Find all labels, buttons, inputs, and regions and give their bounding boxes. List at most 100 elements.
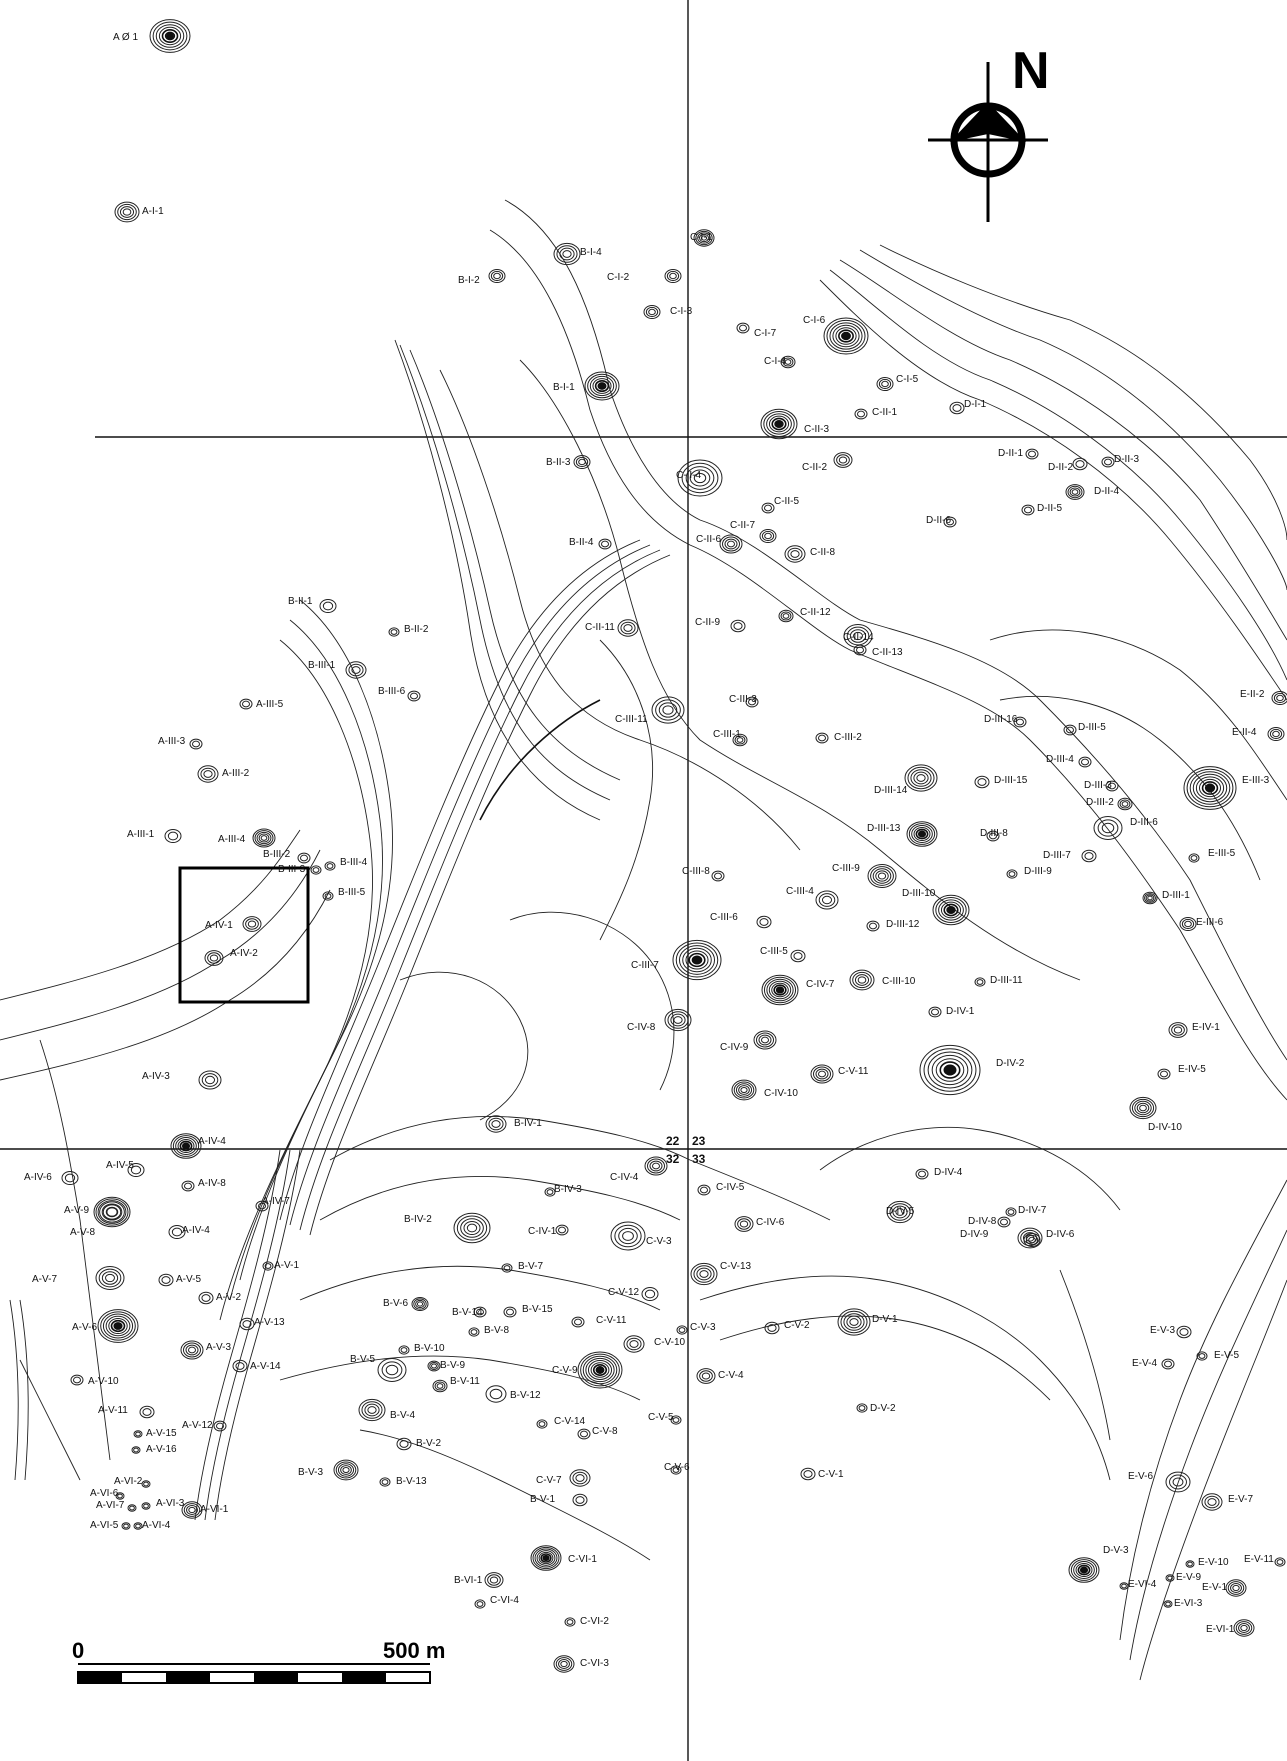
site-label-A-V-11: A-V-11 [98, 1405, 128, 1416]
site-label-C-IV-10: C-IV-10 [764, 1088, 798, 1099]
site-feature-A-V-2 [198, 1291, 214, 1305]
site-label-D-III-7: D-III-7 [1043, 850, 1071, 861]
site-label-B-V-3: B-V-3 [298, 1467, 323, 1478]
site-label-B-VI-1: B-VI-1 [454, 1575, 483, 1586]
site-feature-E-V-10 [1185, 1560, 1195, 1568]
site-feature-A-IV-1 [242, 916, 262, 932]
site-label-C-IV-4: C-IV-4 [610, 1172, 639, 1183]
site-labels: A Ø 1A-I-1B-I-2B-I-4B-I-1C-I-1C-I-2C-I-3… [24, 32, 1274, 1669]
site-label-D-II-3: D-II-3 [1114, 454, 1139, 465]
site-label-E-V-4: E-V-4 [1132, 1358, 1157, 1369]
site-label-A-IV-2: A-IV-2 [230, 948, 258, 959]
site-feature-C-II-13 [853, 644, 867, 656]
site-label-B-V-7: B-V-7 [518, 1261, 543, 1272]
site-label-B-V-8: B-V-8 [484, 1325, 509, 1336]
site-feature-C-III-2 [815, 732, 829, 744]
site-label-A-IV-1: A-IV-1 [205, 920, 233, 931]
site-label-B-V-5: B-V-5 [350, 1354, 375, 1365]
site-label-A-VI-1: A-VI-1 [200, 1504, 229, 1515]
site-label-E-IV-1: E-IV-1 [1192, 1022, 1220, 1033]
site-feature-D-II-2 [1072, 457, 1088, 471]
site-label-C-V-8: C-V-8 [592, 1426, 618, 1437]
site-label-D-II-2: D-II-2 [1048, 462, 1073, 473]
site-feature-A-III-3 [189, 738, 203, 750]
site-feature-C-I-5 [876, 376, 894, 392]
site-feature-A-III-5 [239, 698, 253, 710]
site-label-A-IV-7: A-IV-7 [262, 1196, 290, 1207]
site-feature-B-V-11 [432, 1379, 448, 1393]
site-feature-B-IV-3 [544, 1187, 556, 1197]
site-label-B-V-10: B-V-10 [414, 1343, 445, 1354]
site-feature-C-IV-6 [734, 1216, 754, 1232]
site-feature-C-II-3 [760, 408, 798, 440]
site-feature-A-V-1 [262, 1261, 274, 1271]
site-label-C-II-7: C-II-7 [730, 520, 755, 531]
site-feature-E-V-3 [1176, 1325, 1192, 1339]
site-feature-B-III-5 [322, 891, 334, 901]
site-label-D-III-4: D-III-4 [1046, 754, 1074, 765]
site-label-D-II-6: D-II-6 [926, 515, 951, 526]
highlight-box [178, 866, 310, 1004]
site-label-C-V-3b: C-V-3 [690, 1322, 716, 1333]
site-feature-C-IV-1 [555, 1224, 569, 1236]
site-label-A-V-8: A-V-8 [70, 1227, 95, 1238]
site-label-E-VI-1: E-VI-1 [1206, 1624, 1235, 1635]
site-label-D-III-10: D-III-10 [902, 888, 936, 899]
site-feature-A-IV-8 [181, 1180, 195, 1192]
site-feature-A-VI-5 [121, 1522, 131, 1530]
site-label-B-V-4: B-V-4 [390, 1410, 415, 1421]
site-label-B-V-13: B-V-13 [396, 1476, 427, 1487]
site-label-A-V-5: A-V-5 [176, 1274, 201, 1285]
site-label-E-IV-5: E-IV-5 [1178, 1064, 1206, 1075]
site-feature-E-III-6 [1179, 916, 1197, 932]
site-label-C-II-1: C-II-1 [872, 407, 897, 418]
site-label-A-V-16: A-V-16 [146, 1444, 177, 1455]
site-feature-E-V-11 [1274, 1557, 1286, 1567]
site-feature-B-V-1 [572, 1493, 588, 1507]
site-feature-C-VI-4 [474, 1599, 486, 1609]
site-label-B-III-2: B-III-2 [263, 849, 291, 860]
site-label-D-IV-1: D-IV-1 [946, 1006, 975, 1017]
site-feature-C-IV-10 [731, 1079, 757, 1101]
north-arrow-pointer-icon [950, 102, 1026, 142]
site-feature-D-V-1 [837, 1308, 871, 1336]
site-label-C-IV-8: C-IV-8 [627, 1022, 656, 1033]
site-feature-E-V-4 [1161, 1358, 1175, 1370]
site-label-A-V-6: A-V-6 [72, 1322, 97, 1333]
scale-start-label: 0 [72, 1638, 84, 1663]
site-feature-C-VI-1 [530, 1545, 562, 1571]
north-arrow: N [928, 42, 1050, 222]
site-feature-C-V-11b [571, 1316, 585, 1328]
site-label-A-IV-8: A-IV-8 [198, 1178, 226, 1189]
site-label-D-III-16: D-III-16 [984, 714, 1018, 725]
site-feature-D-III-8 [986, 830, 1000, 842]
site-label-C-I-3: C-I-3 [670, 306, 693, 317]
site-feature-B-III-2 [297, 852, 311, 864]
site-feature-C-V-8 [577, 1428, 591, 1440]
site-label-C-IV-1: C-IV-1 [528, 1226, 557, 1237]
site-feature-C-I-1 [693, 229, 715, 247]
site-label-C-II-9: C-II-9 [695, 617, 720, 628]
site-label-E-II-4: E-II-4 [1232, 727, 1257, 738]
site-label-B-IV-1: B-IV-1 [514, 1118, 542, 1129]
site-label-A-III-1: A-III-1 [127, 829, 155, 840]
site-feature-D-III-2 [1117, 797, 1133, 811]
site-feature-E-III-3 [1183, 766, 1237, 810]
site-feature-E-VI-3 [1163, 1600, 1173, 1608]
site-feature-B-III-1 [345, 661, 367, 679]
site-feature-A-V-11 [139, 1405, 155, 1419]
site-label-B-I-2: B-I-2 [458, 275, 480, 286]
topographic-contours [0, 199, 1287, 1681]
site-label-B-III-6: B-III-6 [378, 686, 406, 697]
site-feature-C-V-10 [623, 1335, 645, 1353]
site-label-A-III-2: A-III-2 [222, 768, 250, 779]
site-label-B-II-3: B-II-3 [546, 457, 571, 468]
site-feature-B-II-2 [388, 627, 400, 637]
site-feature-C-IV-4 [644, 1156, 668, 1176]
site-feature-E-VI-4 [1119, 1582, 1129, 1590]
site-label-D-IV-6: D-IV-6 [1046, 1229, 1075, 1240]
site-feature-A-IV-5 [127, 1162, 145, 1178]
site-feature-B-V-9 [427, 1360, 441, 1372]
site-label-C-III-3: C-III-3 [729, 694, 757, 705]
